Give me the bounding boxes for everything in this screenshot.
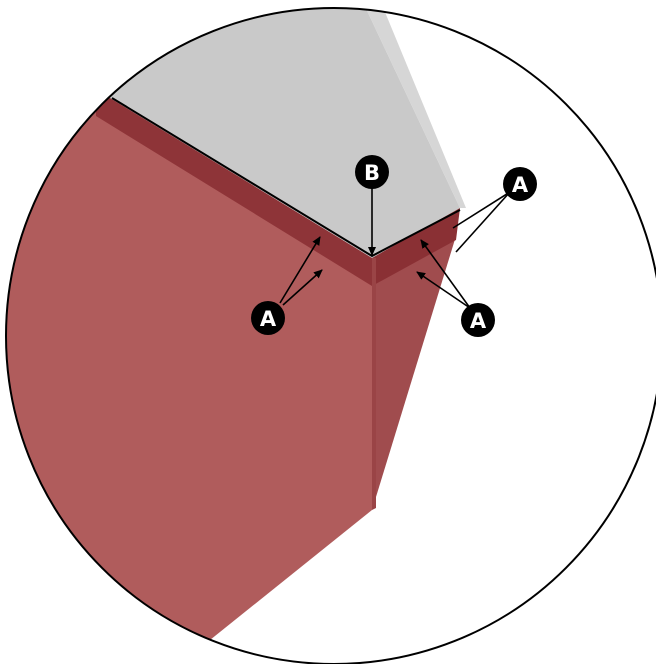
callout-a-left-badge [251, 301, 285, 335]
arrow-a-left-1 [279, 236, 321, 304]
leader-arrows [279, 188, 511, 309]
top-edge-line [111, 97, 461, 258]
arrow-a-mid-right-2 [416, 271, 471, 309]
red-edge-band-right [372, 208, 460, 286]
callout-a-mid-right-badge [461, 303, 495, 337]
callout-a-mid-right: A [461, 303, 495, 337]
arrow-a-mid-right-1 [420, 239, 471, 309]
callout-a-left-label: A [260, 307, 277, 331]
red-edge-band-left [96, 98, 372, 286]
arrow-a-top-right-2 [455, 191, 511, 253]
callout-b: B [355, 155, 389, 189]
clipped-content [6, 8, 466, 664]
arrow-a-top-right-1 [452, 191, 511, 229]
arrow-a-left-2 [282, 269, 323, 306]
callout-a-top-right-badge [503, 167, 537, 201]
red-side-face [372, 236, 456, 510]
gray-surface-highlight [362, 8, 466, 208]
callout-b-badge [355, 155, 389, 189]
magnifier-circle-outline [5, 7, 656, 664]
red-front-face [6, 92, 372, 664]
callout-a-top-right-label: A [512, 173, 529, 197]
callout-b-label: B [364, 161, 380, 185]
callout-a-left: A [251, 301, 285, 335]
callout-a-mid-right-label: A [470, 309, 487, 333]
callout-a-top-right: A [503, 167, 537, 201]
red-seam [372, 258, 376, 510]
